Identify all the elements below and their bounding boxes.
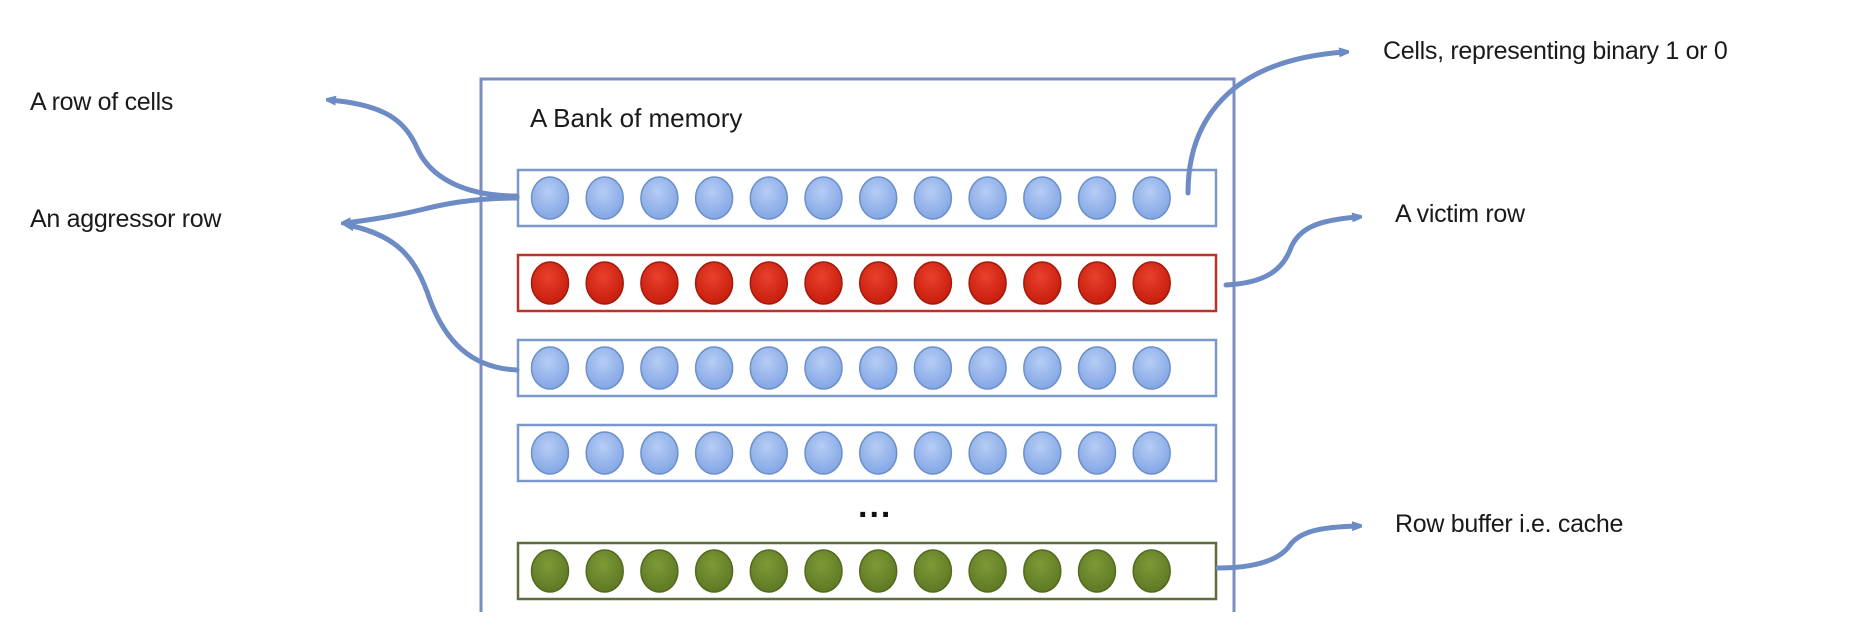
memory-cell xyxy=(694,346,734,390)
memory-cell xyxy=(694,261,734,305)
memory-cell xyxy=(1023,261,1062,305)
arrow-victim-row xyxy=(1223,217,1358,288)
memory-cell xyxy=(968,176,1007,220)
memory-cell xyxy=(913,346,953,390)
memory-cell xyxy=(858,549,898,593)
memory-cell xyxy=(1132,431,1171,475)
arrow-aggressor-row-bottom xyxy=(348,225,520,373)
memory-cell xyxy=(585,431,624,475)
arrow-aggressor-row-top xyxy=(345,195,520,223)
memory-cell xyxy=(858,431,898,475)
memory-cell xyxy=(585,176,624,220)
memory-cell xyxy=(585,346,624,390)
memory-cell xyxy=(640,346,679,390)
memory-cell xyxy=(585,261,624,305)
memory-cell xyxy=(640,431,679,475)
memory-cell xyxy=(804,431,843,475)
memory-cell xyxy=(1023,549,1062,593)
memory-row xyxy=(516,168,1218,228)
memory-cell xyxy=(1077,431,1117,475)
memory-cell xyxy=(530,346,570,390)
memory-cell xyxy=(1132,549,1171,593)
memory-cell xyxy=(530,431,570,475)
memory-cell xyxy=(749,346,789,390)
row-buffer xyxy=(516,541,1218,601)
memory-bank-outline xyxy=(479,77,1236,612)
memory-cell xyxy=(585,549,624,593)
memory-cell xyxy=(1132,176,1171,220)
memory-cell xyxy=(749,549,789,593)
memory-cell xyxy=(1077,346,1117,390)
memory-cell xyxy=(694,549,734,593)
memory-cell xyxy=(913,431,953,475)
memory-cell xyxy=(640,549,679,593)
memory-cell xyxy=(968,549,1007,593)
memory-cell xyxy=(694,176,734,220)
label-row-of-cells: A row of cells xyxy=(30,88,174,116)
memory-cell xyxy=(749,261,789,305)
memory-cell xyxy=(858,261,898,305)
memory-cell xyxy=(968,431,1007,475)
label-aggressor-row: An aggressor row xyxy=(30,205,222,233)
memory-cell xyxy=(749,431,789,475)
memory-cell xyxy=(530,261,570,305)
memory-cell xyxy=(749,176,789,220)
memory-cell xyxy=(1023,176,1062,220)
label-cells-binary: Cells, representing binary 1 or 0 xyxy=(1383,37,1728,65)
memory-cell xyxy=(530,176,570,220)
memory-cell xyxy=(858,176,898,220)
label-victim-row: A victim row xyxy=(1395,200,1525,228)
memory-cell xyxy=(804,176,843,220)
memory-cell xyxy=(1023,431,1062,475)
memory-cell xyxy=(1077,261,1117,305)
memory-rows xyxy=(516,168,1218,601)
annotation-arrows xyxy=(330,52,1358,571)
memory-cell xyxy=(1132,346,1171,390)
memory-cell xyxy=(913,261,953,305)
arrow-row-of-cells xyxy=(330,100,520,199)
arrow-row-buffer xyxy=(1215,526,1358,571)
memory-cell xyxy=(640,261,679,305)
memory-cell xyxy=(913,549,953,593)
memory-cell xyxy=(804,261,843,305)
memory-cell xyxy=(968,261,1007,305)
memory-row xyxy=(516,338,1218,398)
memory-cell xyxy=(640,176,679,220)
ellipsis-more-rows: ... xyxy=(858,487,893,525)
memory-cell xyxy=(694,431,734,475)
label-row-buffer: Row buffer i.e. cache xyxy=(1395,510,1624,538)
memory-cell xyxy=(530,549,570,593)
victim-row xyxy=(516,253,1218,313)
memory-cell xyxy=(1077,176,1117,220)
memory-cell xyxy=(858,346,898,390)
memory-cell xyxy=(1132,261,1171,305)
bank-title: A Bank of memory xyxy=(530,103,743,133)
memory-cell xyxy=(804,346,843,390)
memory-cell xyxy=(1023,346,1062,390)
memory-cell xyxy=(968,346,1007,390)
memory-cell xyxy=(913,176,953,220)
memory-cell xyxy=(804,549,843,593)
memory-cell xyxy=(1077,549,1117,593)
memory-row xyxy=(516,423,1218,483)
arrow-cells-binary xyxy=(1185,52,1345,196)
